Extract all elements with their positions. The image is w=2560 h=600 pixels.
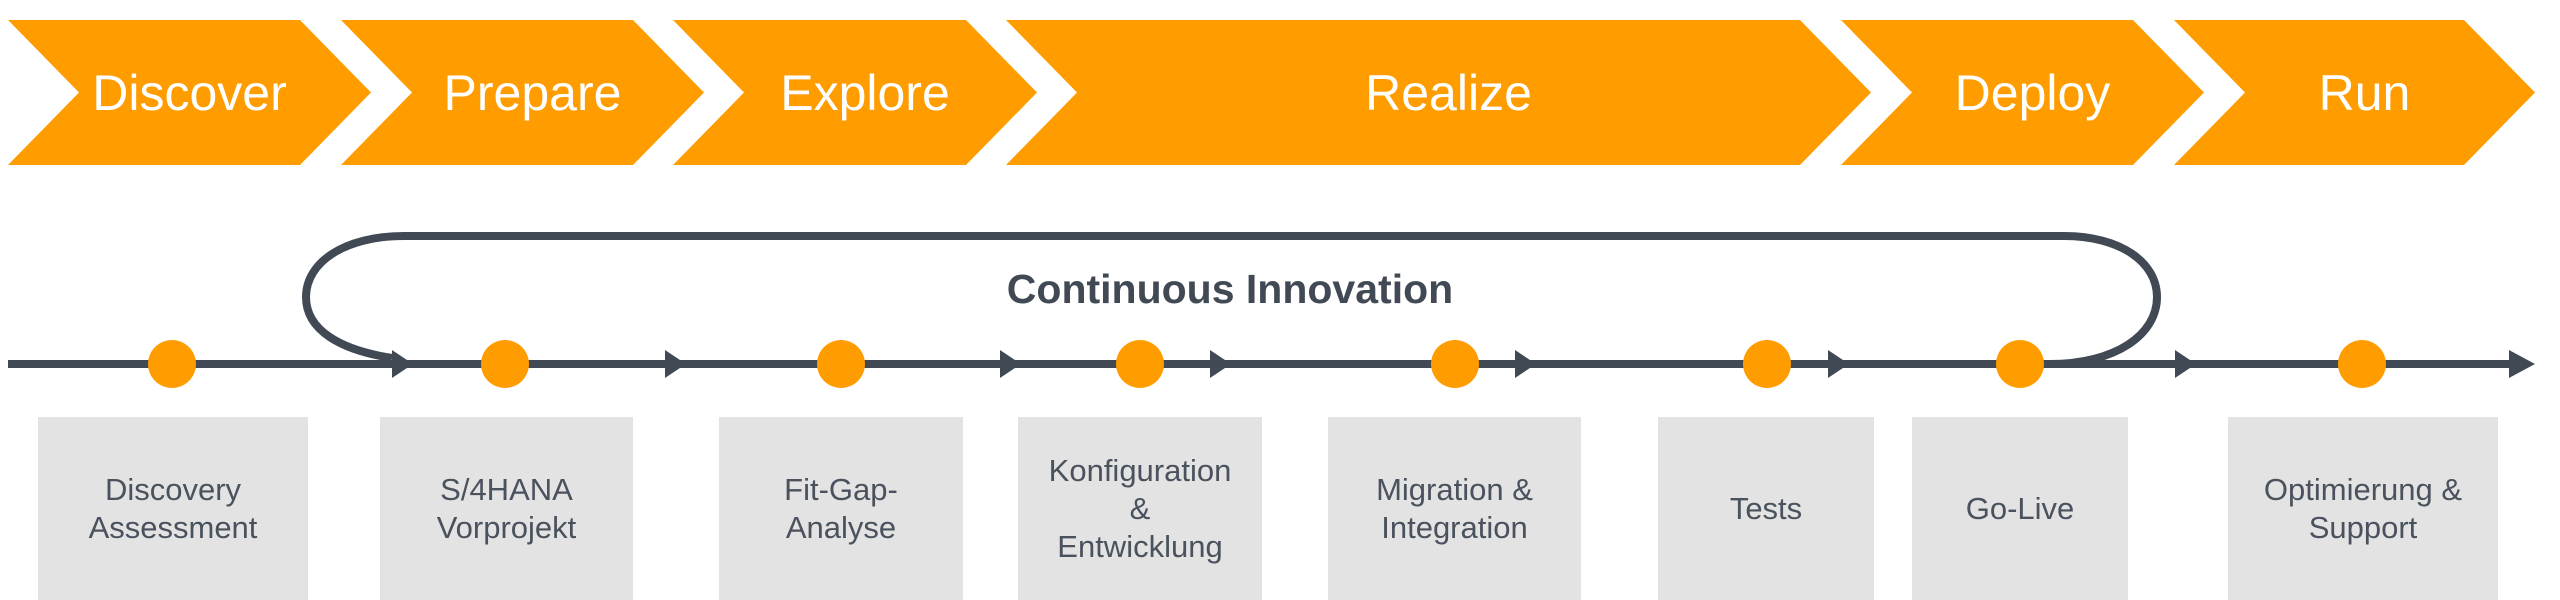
step-box: Discovery Assessment — [38, 417, 308, 600]
milestone-dot — [1116, 340, 1164, 388]
arrowhead-icon — [1210, 350, 1231, 378]
step-box: Fit-Gap- Analyse — [719, 417, 963, 600]
continuous-innovation-loop — [301, 232, 2162, 368]
step-label: Konfiguration & Entwicklung — [1048, 452, 1232, 564]
milestone-dot — [1996, 340, 2044, 388]
step-label: S/4HANA Vorprojekt — [436, 471, 577, 545]
milestone-dot — [2338, 340, 2386, 388]
step-label: Discovery Assessment — [88, 471, 258, 545]
step-box: Go-Live — [1912, 417, 2128, 600]
arrowhead-icon — [1515, 350, 1536, 378]
arrowhead-icon — [2175, 350, 2196, 378]
phase-label: Explore — [780, 64, 950, 121]
milestone-dot — [148, 340, 196, 388]
phase-realize: Realize — [1006, 20, 1871, 165]
step-box: Tests — [1658, 417, 1874, 600]
step-box: Migration & Integration — [1328, 417, 1581, 600]
continuous-innovation-label: Continuous Innovation — [1006, 266, 1454, 312]
step-label: Optimierung & Support — [2263, 471, 2463, 545]
arrowhead-icon — [1000, 350, 1021, 378]
step-label: Tests — [1729, 490, 1803, 526]
milestone-dot — [1743, 340, 1791, 388]
milestone-dot — [817, 340, 865, 388]
step-label: Migration & Integration — [1376, 471, 1533, 545]
phase-label: Discover — [92, 64, 287, 121]
arrowhead-icon — [665, 350, 686, 378]
phase-label: Deploy — [1954, 64, 2111, 121]
step-box: S/4HANA Vorprojekt — [380, 417, 633, 600]
arrowhead-icon — [2509, 350, 2535, 378]
milestone-dot — [1431, 340, 1479, 388]
arrowhead-icon — [1828, 350, 1849, 378]
step-box: Optimierung & Support — [2228, 417, 2498, 600]
step-box: Konfiguration & Entwicklung — [1018, 417, 1262, 600]
phase-label: Realize — [1365, 64, 1532, 121]
arrowhead-icon — [392, 350, 413, 378]
phase-label: Prepare — [443, 64, 622, 121]
step-label: Go-Live — [1965, 490, 2075, 526]
step-label: Fit-Gap- Analyse — [784, 471, 898, 545]
phase-label: Run — [2318, 64, 2411, 121]
milestone-dot — [481, 340, 529, 388]
